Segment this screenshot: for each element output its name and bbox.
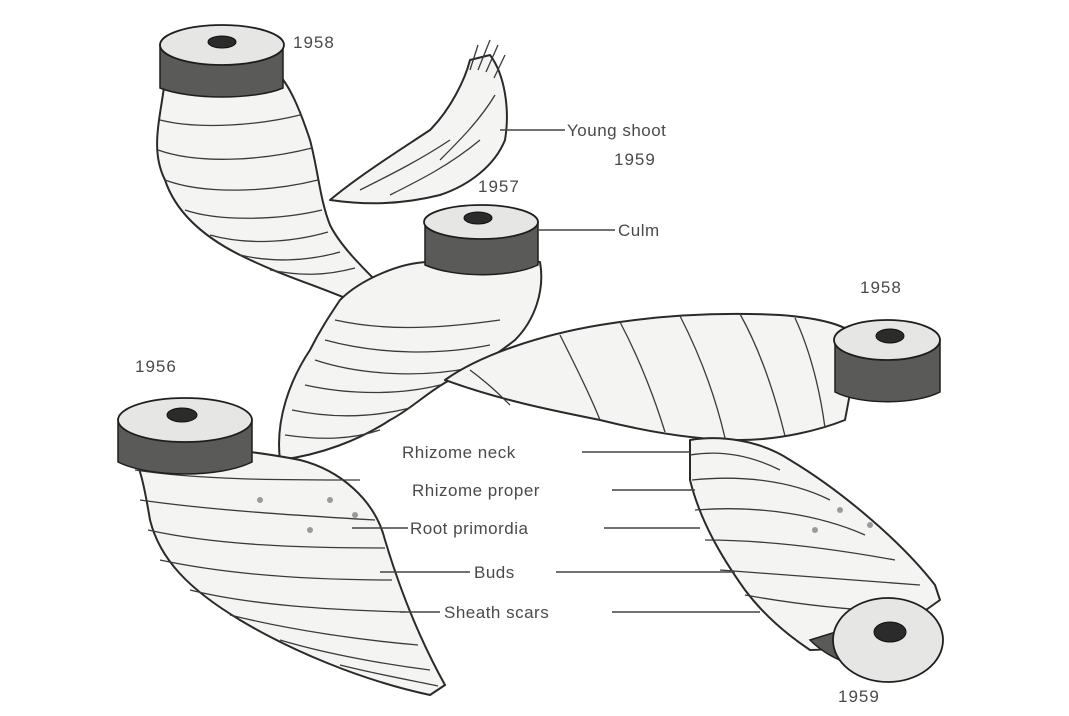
- year-1957: 1957: [478, 177, 520, 196]
- label-buds: Buds: [474, 563, 515, 582]
- year-1959-young: 1959: [614, 150, 656, 169]
- label-culm: Culm: [618, 221, 660, 240]
- label-rhizome-proper: Rhizome proper: [412, 481, 540, 500]
- label-root-primordia: Root primordia: [410, 519, 529, 538]
- year-1956: 1956: [135, 357, 177, 376]
- year-1959-bottom: 1959: [838, 687, 880, 706]
- label-sheath-scars: Sheath scars: [444, 603, 549, 622]
- label-rhizome-neck: Rhizome neck: [402, 443, 516, 462]
- year-1958-top: 1958: [293, 33, 335, 52]
- rhizome-1958-top: [157, 25, 380, 300]
- rhizome-1959-bottom: [690, 438, 943, 682]
- year-1958-right: 1958: [860, 278, 902, 297]
- label-young-shoot: Young shoot: [567, 121, 666, 140]
